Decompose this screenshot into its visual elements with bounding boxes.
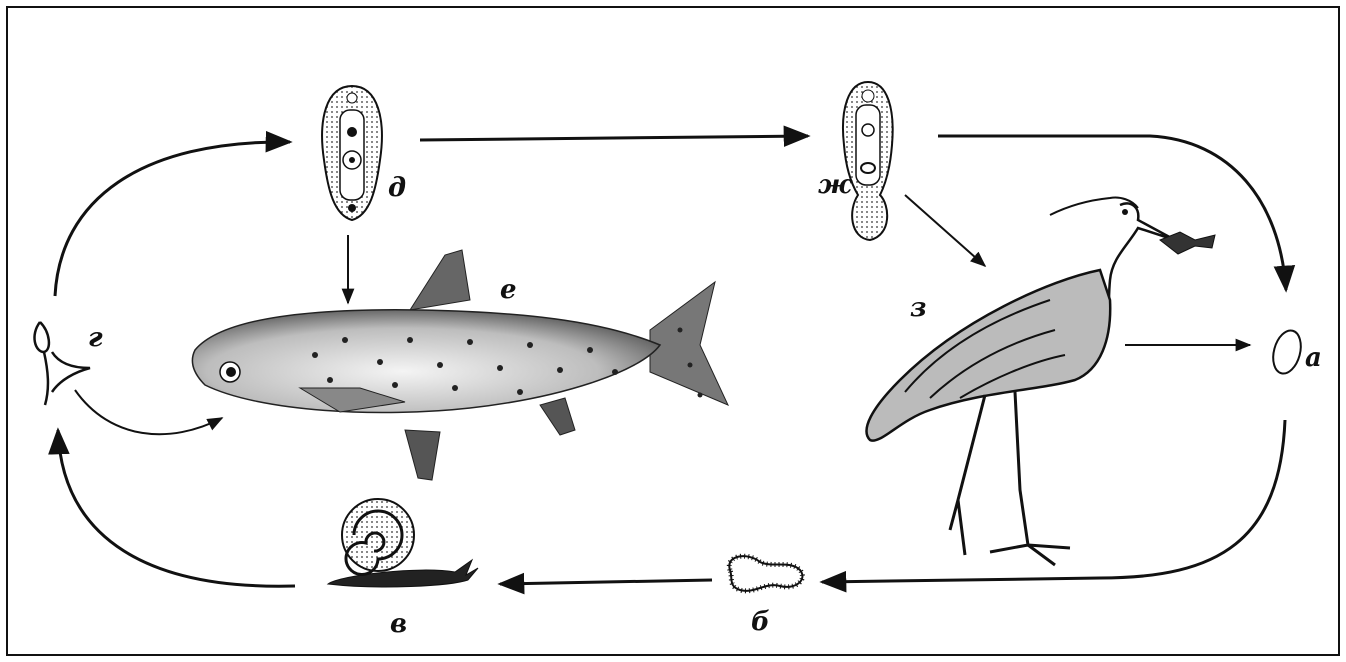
arrow-b-to-v bbox=[500, 580, 712, 584]
label-metacercaria: д bbox=[388, 173, 406, 203]
miracidium-illustration bbox=[729, 556, 802, 591]
cercaria-illustration bbox=[34, 322, 90, 405]
label-fish: е bbox=[500, 275, 517, 305]
label-miracidium: б bbox=[751, 607, 770, 637]
arrow-g-to-d bbox=[55, 142, 290, 296]
label-egg: а bbox=[1305, 343, 1322, 373]
arrow-zh-to-z bbox=[905, 195, 985, 266]
adult-fluke-illustration bbox=[843, 82, 893, 240]
arrow-g-to-e bbox=[75, 390, 222, 434]
snail-illustration bbox=[328, 499, 478, 587]
label-heron: з bbox=[910, 293, 927, 323]
arrow-v-to-g bbox=[58, 430, 295, 586]
arrow-a-to-b bbox=[822, 420, 1285, 582]
label-snail: в bbox=[390, 609, 407, 639]
arrow-d-to-zh bbox=[420, 136, 808, 140]
metacercaria-illustration bbox=[322, 86, 382, 220]
label-adult-fluke: ж bbox=[818, 170, 853, 200]
fish-illustration bbox=[192, 250, 728, 480]
heron-illustration bbox=[867, 197, 1215, 565]
egg-illustration bbox=[1269, 327, 1306, 376]
label-cercaria: г bbox=[88, 323, 103, 353]
